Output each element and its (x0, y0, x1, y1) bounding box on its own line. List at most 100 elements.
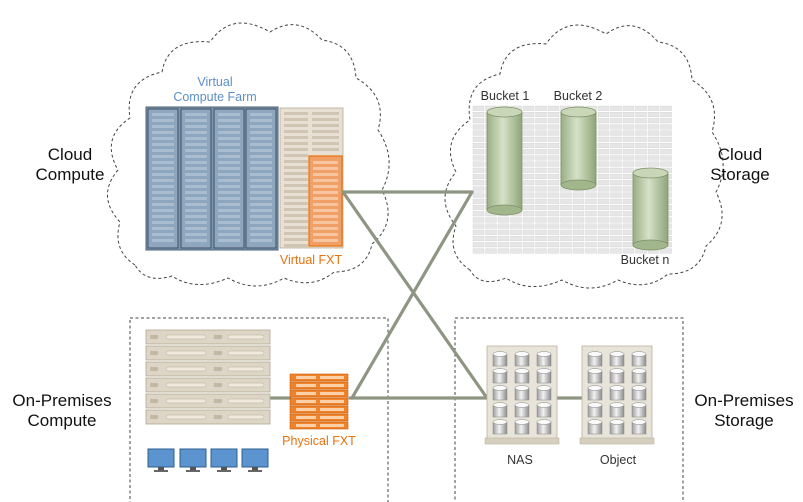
fxt-panel (296, 384, 316, 387)
storage-cell (547, 155, 560, 161)
storage-cell (560, 192, 572, 198)
cloud-storage-outline (444, 24, 724, 289)
storage-cell (647, 136, 660, 142)
storage-cell (597, 235, 610, 241)
storage-cell (622, 130, 635, 136)
server-slot (284, 142, 308, 145)
storage-cell (572, 192, 585, 198)
server-drive (227, 334, 265, 340)
server-led (214, 383, 222, 387)
storage-cell (547, 167, 560, 173)
disk-top (631, 385, 647, 391)
storage-cell (472, 124, 485, 130)
storage-cell (572, 229, 585, 235)
fxt-slot (313, 179, 338, 182)
server-slot (284, 118, 308, 121)
storage-cell (472, 235, 485, 241)
storage-cell (535, 142, 547, 148)
storage-cell (572, 248, 585, 254)
rack-slot (218, 173, 240, 176)
storage-cell (597, 229, 610, 235)
storage-cell (635, 118, 647, 124)
rack-slot (185, 239, 207, 242)
fxt-unit (289, 413, 349, 422)
server-slot (312, 112, 339, 115)
bucket-1-label: Bucket 1 (480, 89, 530, 103)
server-slot (284, 226, 308, 229)
rack-slot (152, 161, 174, 164)
storage-cell (572, 198, 585, 204)
disk-top (492, 385, 508, 391)
storage-cell (622, 173, 635, 179)
storage-cell (547, 198, 560, 204)
storage-cell (535, 167, 547, 173)
storage-cell (547, 211, 560, 217)
rack-slot (250, 191, 272, 194)
storage-cell (597, 186, 610, 192)
storage-cell (635, 149, 647, 155)
storage-cell (585, 192, 597, 198)
storage-cell (622, 180, 635, 186)
storage-cell (547, 235, 560, 241)
server-slot (284, 184, 308, 187)
storage-cell (597, 130, 610, 136)
fxt-panel (296, 376, 316, 379)
server-drive (165, 398, 207, 404)
monitor-stand (186, 470, 200, 472)
storage-cell (647, 142, 660, 148)
disk-top (631, 368, 647, 374)
storage-cell (547, 242, 560, 248)
appliance-base (579, 437, 655, 445)
fxt-slot (313, 203, 338, 206)
rack-slot (218, 155, 240, 158)
rack-slot (218, 227, 240, 230)
virtual-compute-farm (145, 106, 279, 251)
storage-cell (485, 217, 497, 223)
storage-cell (535, 186, 547, 192)
storage-cell (585, 242, 597, 248)
storage-cell (547, 180, 560, 186)
storage-cell (522, 217, 535, 223)
storage-cell (472, 186, 485, 192)
onprem-compute-box (129, 317, 389, 502)
fxt-panel (296, 416, 316, 419)
storage-cell (535, 180, 547, 186)
storage-cell (472, 118, 485, 124)
rack-slot (250, 197, 272, 200)
storage-cell (622, 211, 635, 217)
client-monitors (147, 448, 269, 472)
fxt-panel (296, 392, 316, 395)
storage-cell (597, 149, 610, 155)
fxt-unit (289, 381, 349, 390)
storage-cell (547, 118, 560, 124)
storage-cell (547, 217, 560, 223)
disk-top (492, 351, 508, 357)
rack-slot (250, 203, 272, 206)
storage-cell (622, 217, 635, 223)
storage-cell (597, 223, 610, 229)
rack-slot (185, 131, 207, 134)
storage-cell (535, 248, 547, 254)
storage-cell (535, 105, 547, 111)
storage-cell (472, 173, 485, 179)
storage-cell (622, 124, 635, 130)
storage-cell (522, 130, 535, 136)
fxt-panel (296, 424, 316, 427)
storage-cell (660, 248, 672, 254)
physical-fxt-stack (289, 373, 349, 430)
storage-cell (522, 229, 535, 235)
storage-cell (560, 211, 572, 217)
storage-cell (647, 161, 660, 167)
storage-cell (610, 136, 622, 142)
rack-slot (218, 161, 240, 164)
rack-slot (218, 119, 240, 122)
disk-top (514, 368, 530, 374)
storage-cell (585, 223, 597, 229)
rack-slot (152, 179, 174, 182)
server-slot (312, 124, 339, 127)
storage-cell (610, 198, 622, 204)
server-drive (165, 366, 207, 372)
storage-cell (497, 242, 510, 248)
monitor-neck (190, 467, 196, 470)
